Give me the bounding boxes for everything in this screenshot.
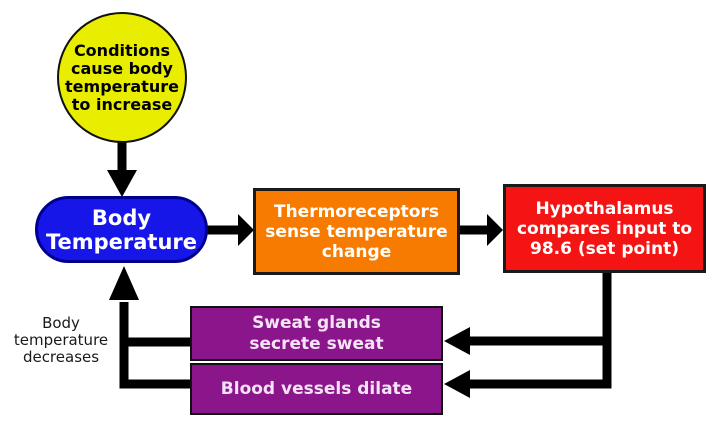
connector-blood-vessels-feedback (119, 302, 192, 389)
feedback-label-line: temperature (13, 331, 109, 349)
node-body-temperature: Body Temperature (35, 196, 208, 263)
arrowhead-into-thermoreceptors (238, 214, 254, 246)
node-text-line: Hypothalamus (535, 198, 674, 219)
node-text-line: compares input to (516, 218, 693, 239)
node-text-line: Thermoreceptors (273, 201, 439, 222)
node-text-line: secrete sweat (249, 333, 384, 354)
arrowhead-into-blood-vessels (444, 370, 470, 398)
arrowhead-down-into-body (107, 170, 137, 197)
node-text-line: Conditions (73, 40, 171, 60)
arrowhead-into-sweat-glands (444, 327, 470, 355)
node-blood-vessels: Blood vessels dilate (190, 363, 443, 415)
node-text-line: change (321, 241, 392, 262)
node-text-line: sense temperature (265, 221, 448, 242)
node-hypothalamus: Hypothalamus compares input to 98.6 (set… (503, 184, 706, 273)
node-sweat-glands: Sweat glands secrete sweat (190, 306, 443, 361)
node-text-line: to increase (71, 94, 173, 114)
feedback-label-line: decreases (22, 348, 100, 366)
feedback-label: Body temperature decreases (2, 315, 120, 366)
node-conditions: Conditions cause body temperature to inc… (57, 12, 187, 143)
node-text-line: Body (91, 205, 152, 230)
arrowhead-up-into-body (109, 266, 139, 300)
feedback-label-line: Body (42, 314, 80, 332)
arrowhead-into-hypothalamus (487, 214, 503, 246)
node-text-line: Temperature (45, 229, 198, 254)
node-text-line: 98.6 (set point) (530, 238, 679, 259)
node-text-line: cause body (71, 58, 173, 78)
node-text-line: Sweat glands (252, 312, 381, 333)
connector-hypothalamus-down-to-blood-vessels (468, 268, 612, 389)
node-text-line: temperature (65, 76, 179, 96)
node-thermoreceptors: Thermoreceptors sense temperature change (253, 188, 460, 275)
node-text-line: Blood vessels dilate (220, 378, 413, 399)
